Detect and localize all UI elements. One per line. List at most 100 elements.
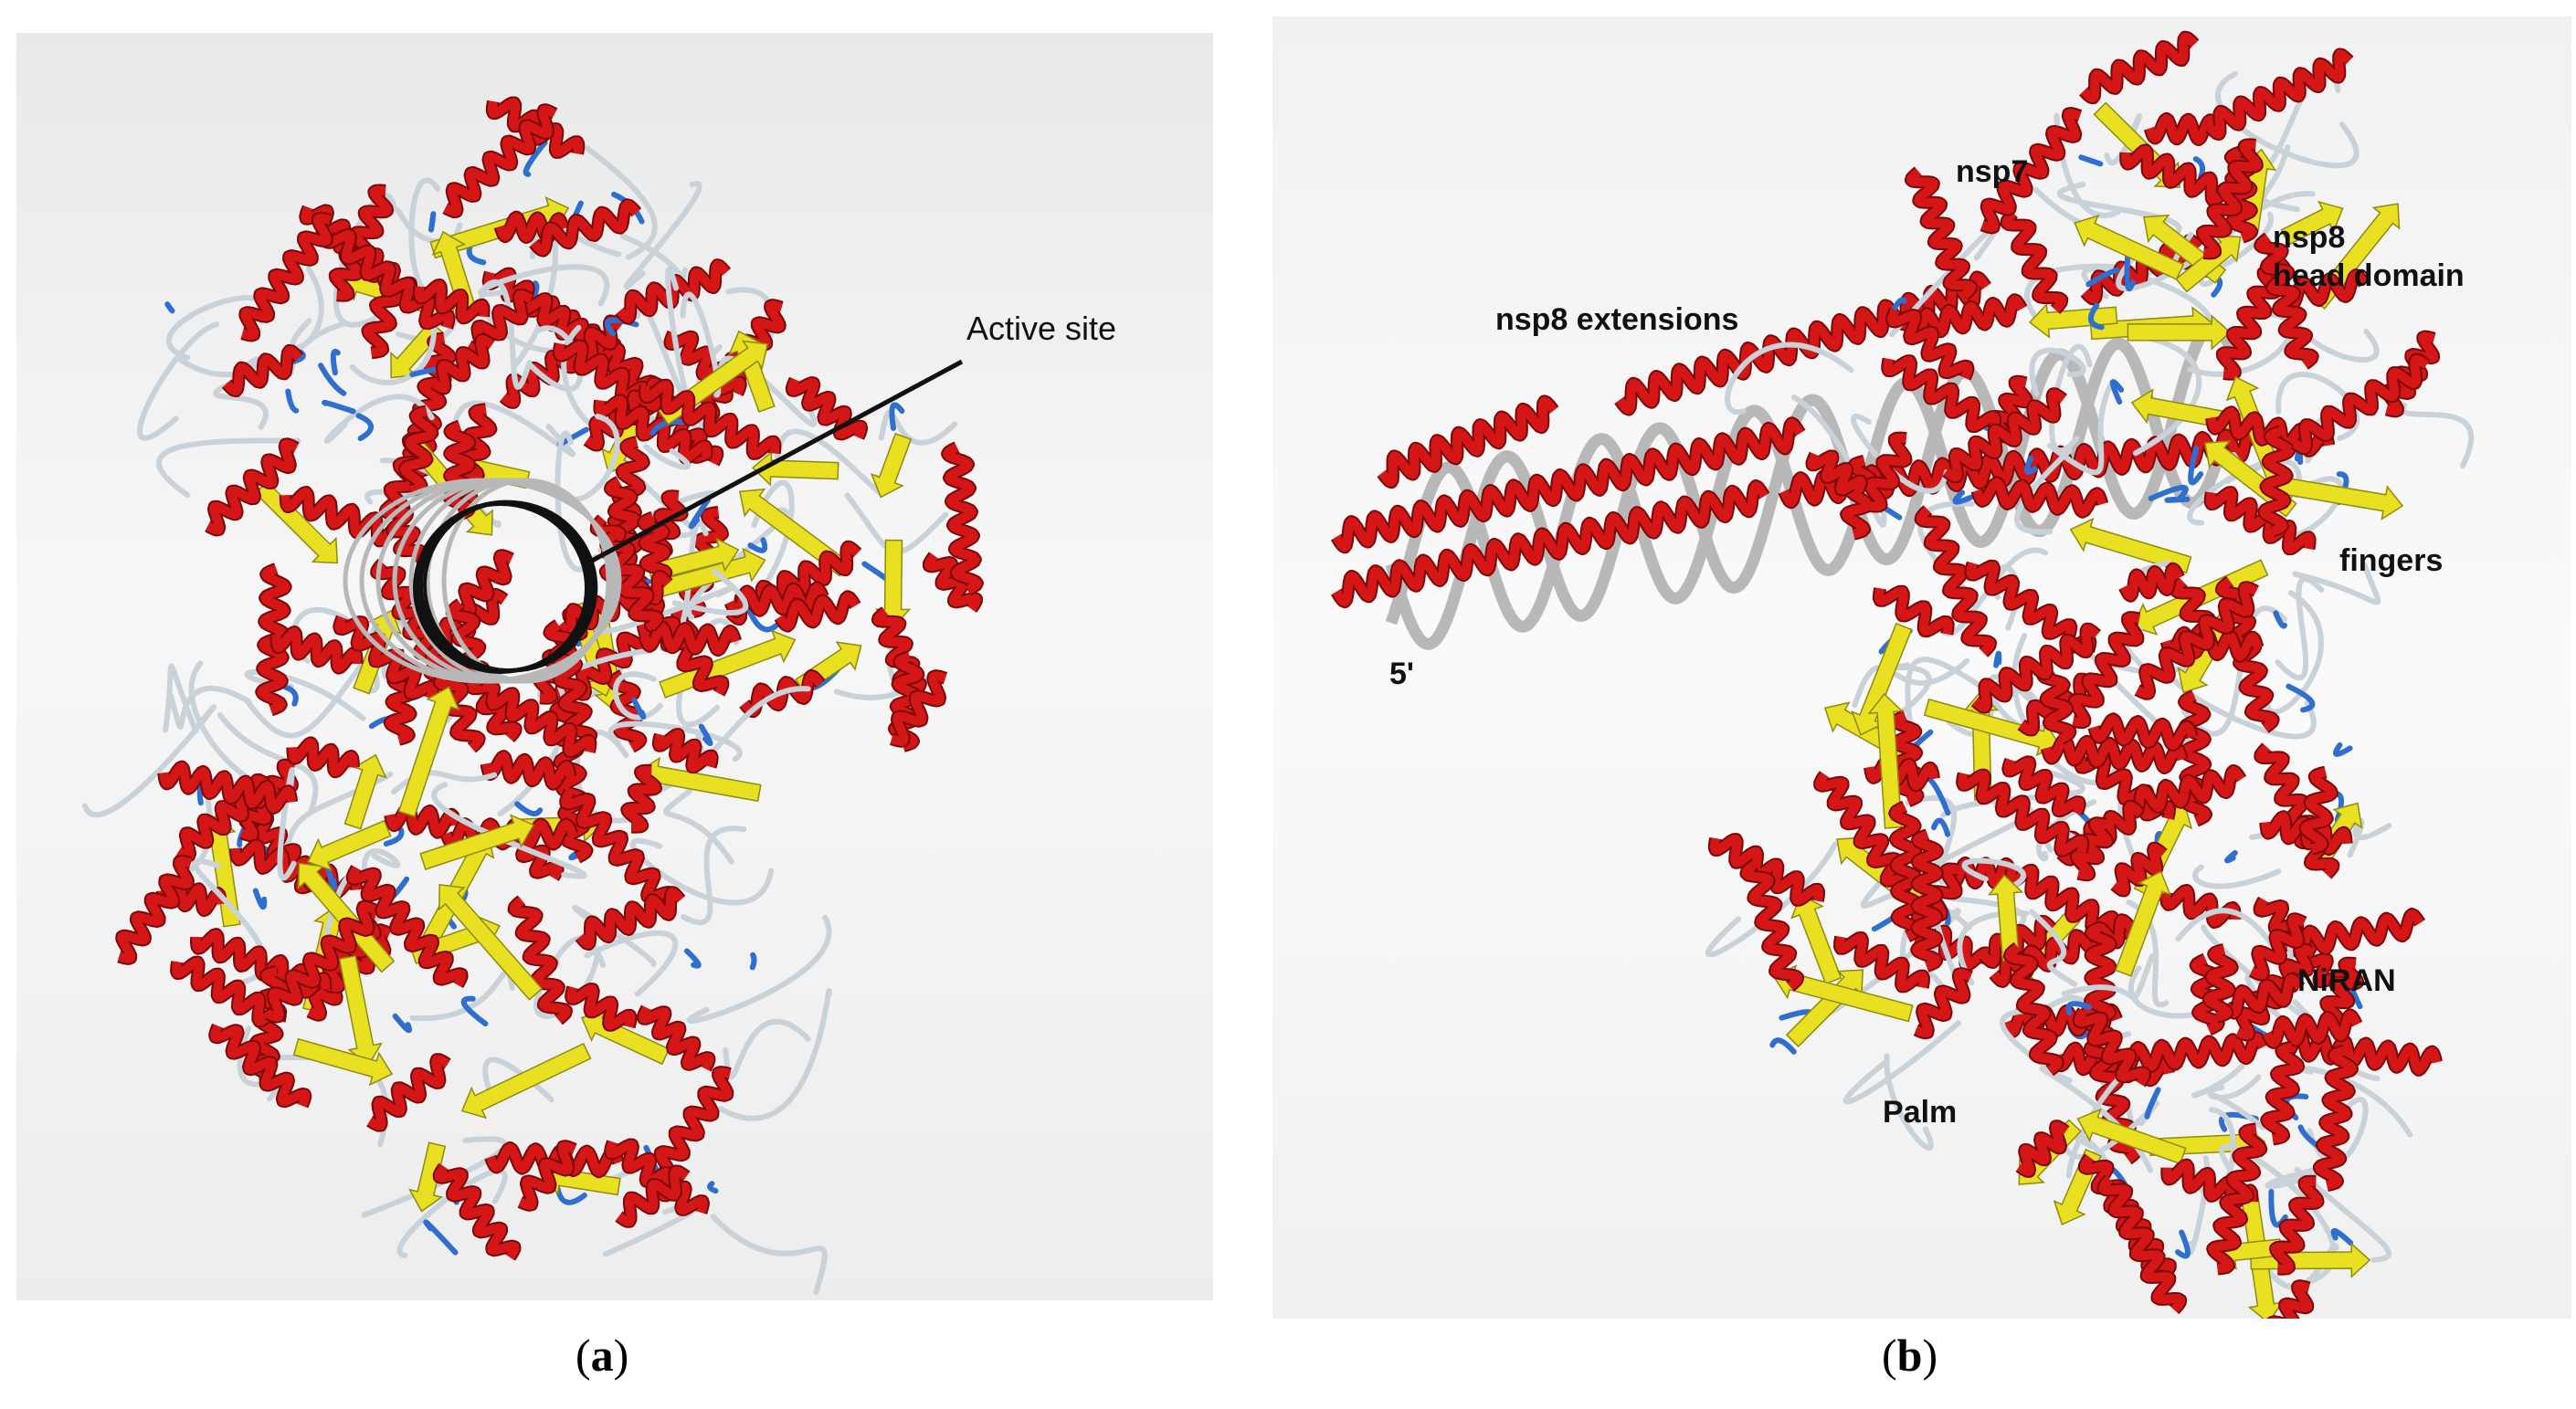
coil-segment	[629, 837, 775, 906]
coil-segment	[2053, 112, 2121, 218]
helix-ribbon	[2291, 354, 2430, 454]
helix-ribbon	[385, 803, 460, 837]
turn-segment	[2088, 302, 2105, 331]
helix-ribbon	[605, 477, 644, 554]
active-site-circle-icon	[413, 499, 598, 674]
coil-segment	[751, 479, 795, 595]
helix-ribbon	[457, 551, 514, 617]
turn-segment	[1769, 1037, 1797, 1055]
helix-ribbon	[1815, 772, 1915, 892]
turn-segment	[2273, 610, 2287, 629]
turn-segment	[2164, 496, 2191, 503]
panel-b-structure-image: nsp7 nsp8 head domain nsp8 extensions 5'…	[1272, 16, 2571, 1319]
helix-ribbon	[2006, 865, 2138, 945]
turn-segment	[330, 348, 341, 376]
helix-ribbon	[2080, 32, 2198, 103]
coil-segment	[717, 988, 832, 1121]
helix-ribbon	[334, 615, 438, 700]
turn-segment	[285, 388, 300, 414]
helix-ribbon	[2203, 945, 2237, 1022]
nsp8-extensions-label: nsp8 extensions	[1495, 302, 1739, 337]
coil-segment	[1888, 222, 2001, 338]
coil-segment	[1905, 657, 1987, 744]
coil-segment	[482, 279, 533, 390]
coil-segment	[243, 659, 365, 739]
helix-ribbon	[2074, 1008, 2149, 1087]
beta-strand	[2127, 314, 2232, 351]
helix-ribbon	[2208, 1124, 2266, 1274]
coil-segment	[695, 686, 811, 757]
turn-segment	[889, 402, 905, 431]
helix-ribbon	[2262, 1042, 2304, 1144]
helix-ribbon	[1972, 624, 2100, 712]
beta-strand	[2280, 200, 2344, 246]
coil-segment	[2208, 1074, 2266, 1130]
coil-segment	[213, 379, 269, 430]
helix-ribbon	[2321, 958, 2363, 1027]
beta-strand	[438, 884, 544, 1001]
helix-ribbon	[1916, 506, 1995, 657]
turn-segment	[2124, 254, 2136, 291]
helix-ribbon	[414, 280, 489, 323]
turn-segment	[2065, 1001, 2093, 1016]
coil-segment	[686, 914, 832, 1024]
turn-segment	[2078, 154, 2104, 167]
coil-segment	[1957, 910, 2029, 986]
helix-ribbon	[1864, 433, 1911, 511]
helix-ribbon	[1890, 802, 1922, 941]
beta-strand	[2175, 235, 2242, 293]
helix-ribbon	[509, 897, 571, 1024]
beta-strand	[751, 450, 839, 487]
turn-segment	[631, 697, 647, 720]
helix-ribbon	[776, 592, 860, 631]
helix-ribbon	[2288, 910, 2424, 958]
coil-segment	[2057, 182, 2182, 234]
helix-ribbon	[606, 1140, 708, 1214]
helix-ribbon	[330, 185, 392, 300]
helix-ribbon	[622, 765, 660, 832]
panel-a-structure-image: Active site	[16, 33, 1213, 1300]
coil-segment	[431, 782, 587, 879]
caption-a: (a)	[575, 1330, 629, 1381]
coil-segment	[2132, 333, 2202, 457]
helix-ribbon	[601, 531, 662, 631]
coil-segment	[452, 400, 575, 457]
coil-segment	[2265, 590, 2324, 715]
coil-segment	[156, 437, 301, 499]
coil-segment	[323, 394, 435, 444]
helix-ribbon	[2016, 1121, 2069, 1176]
turn-segment	[282, 684, 299, 707]
turn-segment	[2330, 1228, 2354, 1246]
coil-segment	[681, 825, 747, 926]
helix-ribbon	[159, 762, 297, 813]
coil-segment	[163, 663, 199, 734]
beta-strand	[408, 1141, 447, 1213]
turn-segment	[2268, 1188, 2288, 1228]
beta-strand	[1988, 874, 2024, 962]
turn-segment	[2332, 741, 2353, 757]
helix-ribbon	[1945, 857, 2016, 889]
helix-ribbon	[1378, 396, 1557, 488]
beta-strand	[2273, 475, 2404, 521]
coil-segment	[2275, 576, 2325, 681]
helix-ribbon	[2001, 209, 2067, 313]
helix-ribbon	[1943, 389, 2066, 482]
helix-ribbon	[223, 345, 302, 396]
helix-ribbon	[1807, 451, 1866, 495]
coil-segment	[2307, 1097, 2369, 1166]
helix-ribbon	[1912, 830, 1942, 971]
coil-segment	[623, 181, 702, 290]
helix-ribbon	[2003, 757, 2085, 816]
helix-ribbon	[2120, 563, 2183, 601]
coil-segment	[478, 264, 610, 307]
helix-ribbon	[443, 105, 557, 217]
beta-strand	[1851, 622, 1913, 736]
coil-segment	[663, 788, 734, 865]
helix-ribbon	[1874, 586, 1953, 636]
helix-ribbon	[2161, 886, 2240, 927]
turn-segment	[2144, 1087, 2161, 1120]
beta-strand	[419, 814, 535, 870]
helix-ribbon	[1980, 109, 2082, 233]
turn-segment	[707, 1181, 719, 1194]
active-site-label: Active site	[966, 310, 1117, 347]
